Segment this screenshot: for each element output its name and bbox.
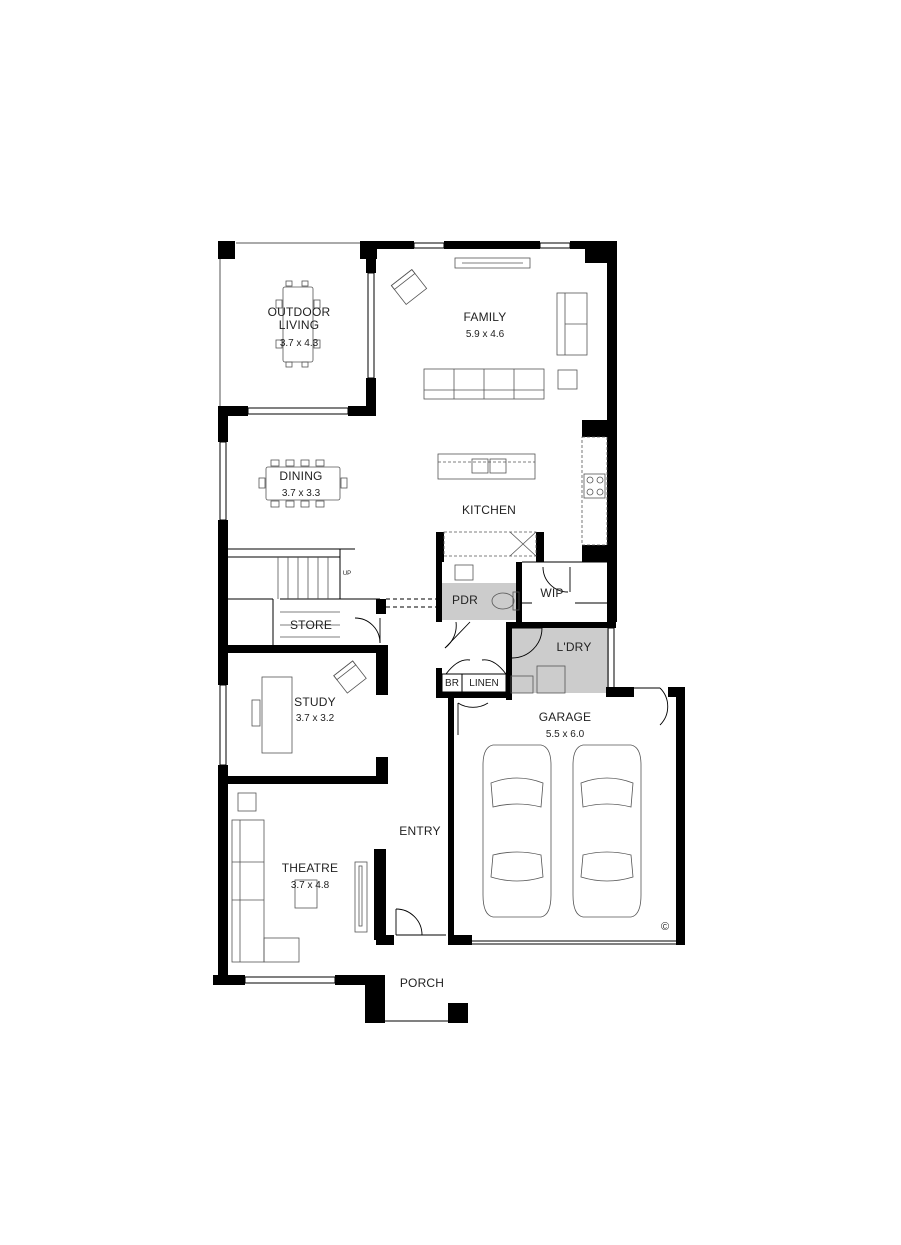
wet-areas (437, 583, 609, 693)
stairs (277, 557, 340, 638)
outdoor-boundary (219, 242, 366, 407)
study-dim: 3.7 x 3.2 (295, 713, 335, 724)
linen-label: LINEN (469, 678, 499, 689)
br-label: BR (445, 678, 459, 689)
copyright-mark: © (660, 921, 670, 933)
laundry-fill (509, 625, 609, 693)
doors (354, 566, 669, 936)
garage-label: GARAGE (538, 710, 592, 724)
pdr-label: PDR (452, 593, 478, 607)
family-label: FAMILY (463, 310, 507, 324)
car-left (482, 744, 552, 918)
dining-label: DINING (279, 469, 323, 483)
kitchen-label: KITCHEN (461, 503, 517, 517)
kitchen-island (437, 453, 536, 480)
theatre-sofa (231, 819, 265, 963)
windows (219, 242, 676, 1022)
outdoor-living-label: OUTDOOR LIVING (267, 305, 331, 332)
study-desk (261, 676, 293, 754)
dining-dim: 3.7 x 3.3 (281, 488, 321, 499)
family-dim: 5.9 x 4.6 (465, 329, 505, 340)
furniture (231, 257, 642, 963)
walls (213, 241, 685, 1023)
pdr-fill (437, 583, 518, 620)
car-right (572, 744, 642, 918)
theatre-dim: 3.7 x 4.8 (290, 880, 330, 891)
stair-up-label: UP (342, 571, 352, 577)
garage-dim: 5.5 x 6.0 (545, 729, 585, 740)
laundry-label: L'DRY (556, 640, 592, 654)
study-label: STUDY (294, 695, 336, 709)
store-label: STORE (289, 618, 333, 632)
dining-table (265, 466, 341, 501)
wip-label: WIP (540, 586, 564, 600)
entry-label: ENTRY (399, 824, 441, 838)
outdoor-living-dim: 3.7 x 4.3 (279, 338, 319, 349)
porch-label: PORCH (399, 976, 445, 990)
theatre-label: THEATRE (281, 861, 339, 875)
outdoor-table (282, 286, 314, 363)
